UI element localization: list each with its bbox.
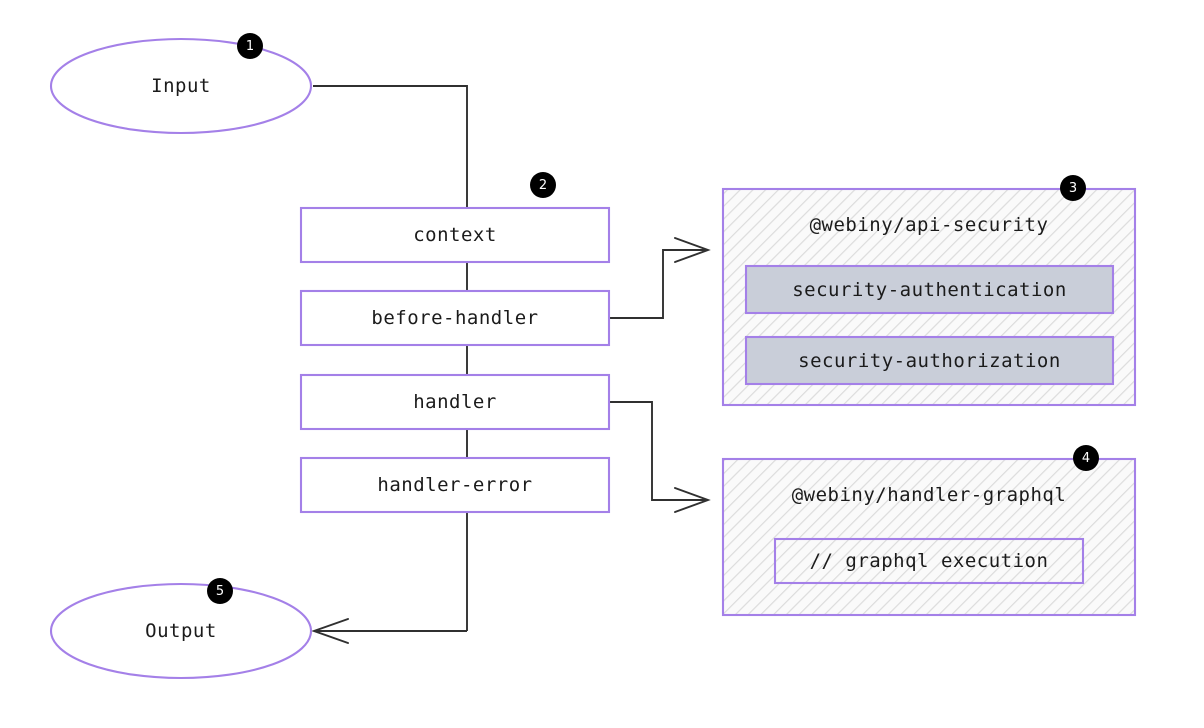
panel-item-box-security-authentication — [744, 264, 1115, 315]
step-box-handler-error — [299, 456, 611, 514]
badge-3: 3 — [1060, 175, 1086, 201]
panel-item-box-security-authorization — [744, 335, 1115, 386]
connector-before-handler-to-api-security — [609, 237, 711, 319]
badge-4: 4 — [1073, 445, 1099, 471]
badge-2: 2 — [530, 172, 556, 198]
connector-pipeline-to-output — [311, 618, 467, 644]
step-box-context — [299, 206, 611, 264]
badge-1: 1 — [237, 33, 263, 59]
panel-box-handler-graphql — [721, 457, 1137, 617]
step-box-handler — [299, 373, 611, 431]
badge-5: 5 — [207, 578, 233, 604]
connector-handler-to-handler-graphql — [609, 401, 711, 513]
node-input-shape — [49, 37, 313, 135]
panel-item-box-graphql-execution — [773, 537, 1085, 585]
connector-input-to-pipeline — [313, 85, 468, 208]
node-output-shape — [49, 582, 313, 680]
step-box-before-handler — [299, 289, 611, 347]
